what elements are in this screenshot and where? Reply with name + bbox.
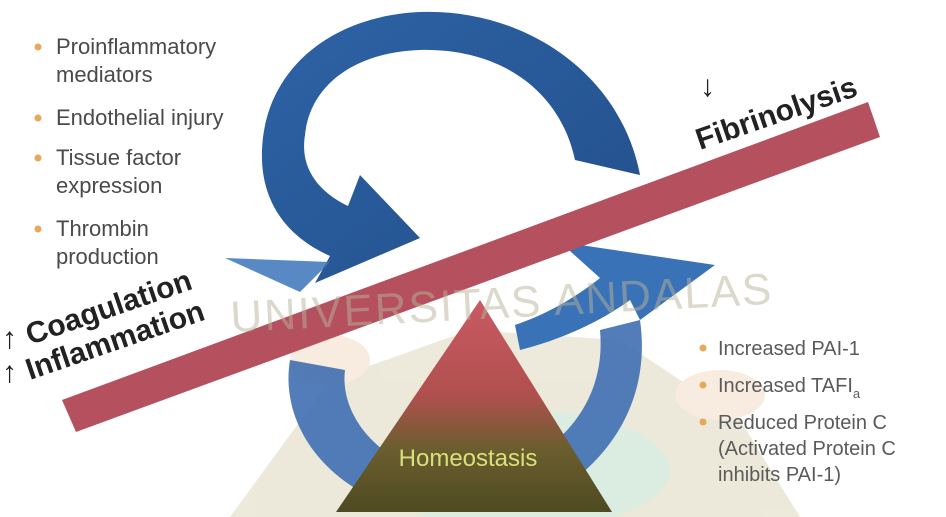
- left-item-1-line-2: mediators: [56, 62, 153, 87]
- bullet-dot: [35, 155, 42, 162]
- homeostasis-label: Homeostasis: [399, 445, 538, 472]
- up-arrow-icon: ↑: [2, 322, 17, 355]
- bullet-dot: [35, 44, 42, 51]
- right-item-3-line-3: inhibits PAI-1): [718, 464, 841, 486]
- left-item-3-line-1: Tissue factor: [56, 145, 181, 170]
- down-arrow-icon: ↓: [700, 70, 715, 103]
- right-item-3-line-1: Reduced Protein C: [718, 412, 887, 434]
- left-item-1-line-1: Proinflammatory: [56, 34, 216, 59]
- right-item-3-line-2: (Activated Protein C: [718, 438, 896, 460]
- left-item-4-line-2: production: [56, 244, 159, 269]
- up-arrow-icon: ↑: [2, 356, 17, 389]
- left-bullet-list: Proinflammatory mediators Endothelial in…: [35, 34, 224, 269]
- right-bullet-list: Increased PAI-1 Increased TAFIa Reduced …: [700, 338, 896, 486]
- left-cycle-head: [225, 258, 330, 292]
- bullet-dot: [35, 115, 42, 122]
- right-item-1-line-1: Increased PAI-1: [718, 338, 860, 360]
- left-item-4-line-1: Thrombin: [56, 216, 149, 241]
- bullet-dot: [700, 345, 707, 352]
- left-item-3-line-2: expression: [56, 173, 162, 198]
- bullet-dot: [700, 382, 707, 389]
- left-item-2-line-1: Endothelial injury: [56, 105, 224, 130]
- bullet-dot: [35, 226, 42, 233]
- bullet-dot: [700, 419, 707, 426]
